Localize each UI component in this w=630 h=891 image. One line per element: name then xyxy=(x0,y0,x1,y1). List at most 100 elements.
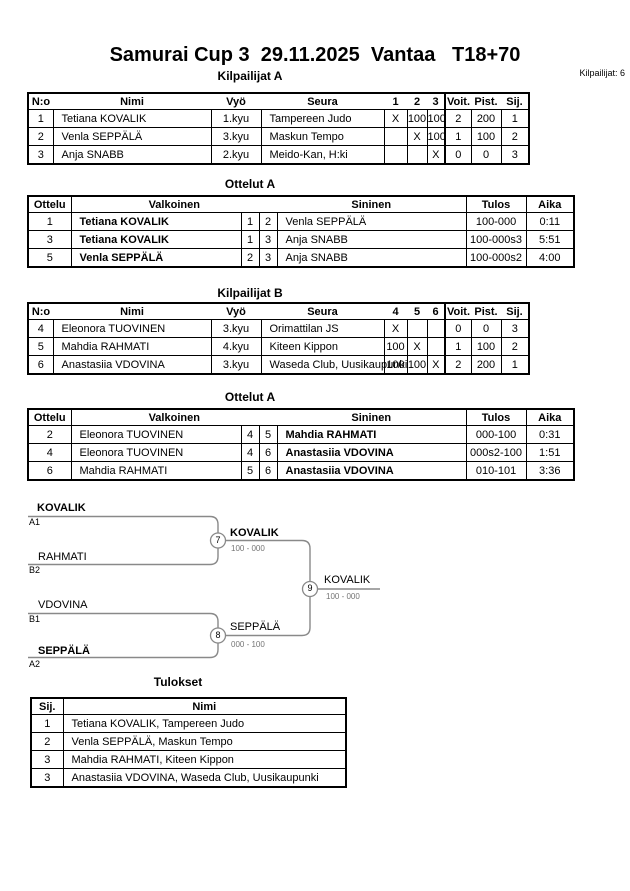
column-header-points: Pist. xyxy=(471,92,501,110)
column-header-m3: 3 xyxy=(427,92,445,110)
cell-place: 3 xyxy=(30,750,64,769)
cell-time: 1:51 xyxy=(525,443,575,462)
cell-result: 100-000s2 xyxy=(465,248,527,268)
pool-b-heading: Kilpailijat B xyxy=(217,286,283,300)
column-header-club: Seura xyxy=(261,92,384,110)
cell-match: 5 xyxy=(27,248,72,268)
cell-belt: 3.kyu xyxy=(210,319,262,338)
cell-bn: 3 xyxy=(258,248,278,268)
cell-place: 1 xyxy=(500,355,530,375)
column-header-no: N:o xyxy=(28,302,53,320)
column-header-place: Sij. xyxy=(31,697,64,715)
cell-place: 2 xyxy=(500,337,530,356)
column-header-time: Aika xyxy=(525,408,575,426)
column-header-belt: Vyö xyxy=(211,302,261,320)
cell-result: 100-000 xyxy=(465,212,527,231)
column-header-blue: Sininen xyxy=(277,408,467,426)
cell-wins: 1 xyxy=(444,127,472,146)
cell-white: Tetiana KOVALIK xyxy=(70,212,242,231)
cell-wn: 2 xyxy=(240,248,260,268)
cell-no: 3 xyxy=(27,145,54,165)
column-header-white: Valkoinen xyxy=(71,195,278,213)
header-row: Ottelu Valkoinen Sininen Tulos Aika xyxy=(28,195,575,213)
cell-blue: Anja SNABB xyxy=(276,248,467,268)
column-header-name: Nimi xyxy=(63,697,346,715)
column-header-belt: Vyö xyxy=(211,92,261,110)
cell-wn: 4 xyxy=(240,443,260,462)
cell-name: Tetiana KOVALIK xyxy=(52,109,212,128)
bracket-entry-a1-seed: A1 xyxy=(29,517,41,527)
cell-points: 100 xyxy=(470,127,502,146)
column-header-m2: 2 xyxy=(407,92,427,110)
cell-c1: X xyxy=(383,109,408,128)
cell-time: 3:36 xyxy=(525,461,575,481)
cell-wins: 0 xyxy=(444,319,472,338)
cell-match: 2 xyxy=(27,425,72,444)
cell-belt: 4.kyu xyxy=(210,337,262,356)
cell-result: 000-100 xyxy=(465,425,527,444)
cell-no: 1 xyxy=(27,109,54,128)
cell-c3 xyxy=(426,337,446,356)
cell-no: 5 xyxy=(27,337,54,356)
matches-b-heading: Ottelut A xyxy=(224,390,276,404)
cell-bn: 5 xyxy=(258,425,278,444)
cell-name: Tetiana KOVALIK, Tampereen Judo xyxy=(62,714,347,733)
cell-place: 1 xyxy=(500,109,530,128)
cell-result: 010-101 xyxy=(465,461,527,481)
cell-no: 6 xyxy=(27,355,54,375)
competitor-count: Kilpailijat: 6 xyxy=(579,68,625,78)
cell-time: 4:00 xyxy=(525,248,575,268)
cell-wins: 0 xyxy=(444,145,472,165)
column-header-white: Valkoinen xyxy=(71,408,278,426)
bracket-entry-a1-name: KOVALIK xyxy=(37,502,86,514)
match-7-winner-name: KOVALIK xyxy=(230,527,279,539)
cell-c2: 100 xyxy=(406,109,428,128)
cell-c1 xyxy=(383,127,408,146)
cell-name: Anastasiia VDOVINA, Waseda Club, Uusikau… xyxy=(62,768,347,788)
cell-name: Anja SNABB xyxy=(52,145,212,165)
cell-blue: Anastasiia VDOVINA xyxy=(276,461,467,481)
cell-place: 3 xyxy=(30,768,64,788)
cell-c3: X xyxy=(426,145,446,165)
cell-club: Maskun Tempo xyxy=(260,127,385,146)
cell-blue: Venla SEPPÄLÄ xyxy=(276,212,467,231)
cell-result: 100-000s3 xyxy=(465,230,527,249)
cell-belt: 3.kyu xyxy=(210,127,262,146)
cell-white: Eleonora TUOVINEN xyxy=(70,425,242,444)
cell-no: 4 xyxy=(27,319,54,338)
column-header-result: Tulos xyxy=(465,408,527,426)
cell-wn: 1 xyxy=(240,212,260,231)
cell-c1: 100 xyxy=(383,337,408,356)
cell-wins: 1 xyxy=(444,337,472,356)
cell-c3: X xyxy=(426,355,446,375)
cell-points: 200 xyxy=(470,355,502,375)
cell-place: 3 xyxy=(500,145,530,165)
cell-belt: 2.kyu xyxy=(210,145,262,165)
cell-white: Tetiana KOVALIK xyxy=(70,230,242,249)
column-header-place: Sij. xyxy=(501,302,529,320)
column-header-name: Nimi xyxy=(53,92,211,110)
cell-time: 0:11 xyxy=(525,212,575,231)
cell-time: 5:51 xyxy=(525,230,575,249)
cell-points: 200 xyxy=(470,109,502,128)
cell-match: 6 xyxy=(27,461,72,481)
cell-club: Orimattilan JS xyxy=(260,319,385,338)
page-title: Samurai Cup 3 29.11.2025 Vantaa T18+70 xyxy=(109,44,521,66)
column-header-blue: Sininen xyxy=(277,195,467,213)
column-header-time: Aika xyxy=(525,195,575,213)
column-header-wins: Voit. xyxy=(444,302,471,320)
cell-name: Venla SEPPÄLÄ xyxy=(52,127,212,146)
match-9-score: 100 - 000 xyxy=(326,592,360,601)
